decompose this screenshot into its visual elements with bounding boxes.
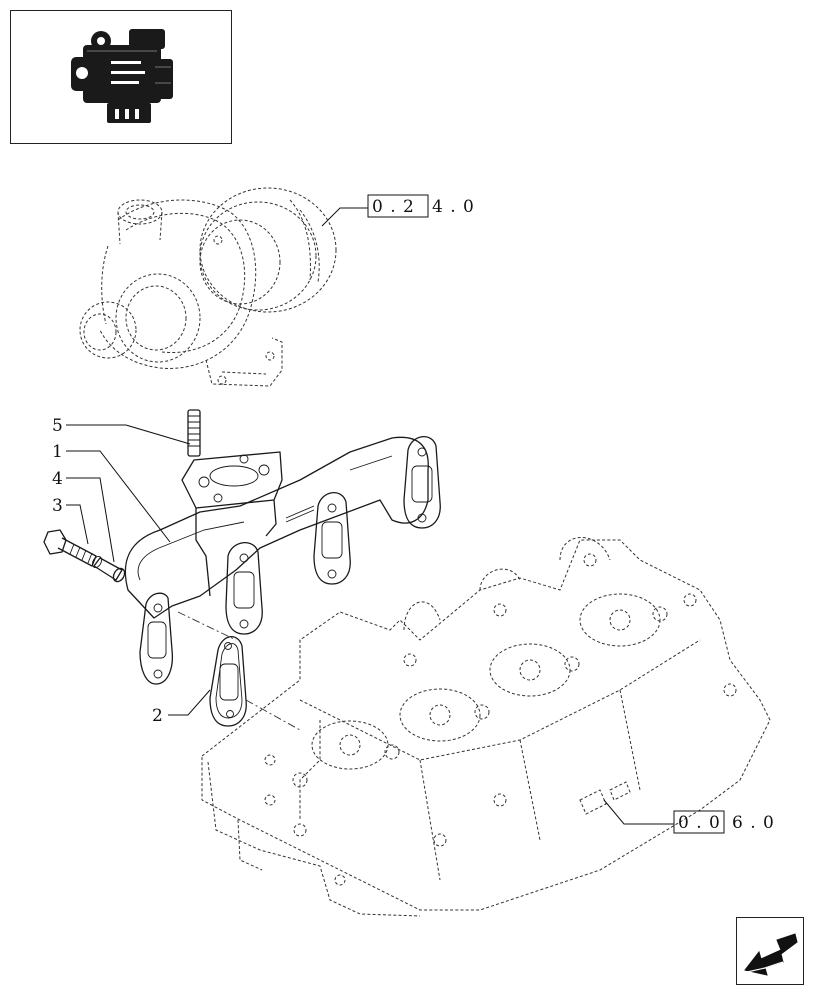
bolt: [43, 529, 97, 567]
exhaust-manifold: [124, 436, 441, 685]
callout-2: 2: [152, 706, 163, 726]
reference-turbo-boxed: 0 . 2: [372, 197, 415, 217]
reference-box-head: [673, 810, 725, 834]
gasket: [209, 636, 247, 727]
reference-head-boxed: 0 . 0: [678, 813, 721, 833]
callout-5: 5: [52, 416, 63, 436]
stud: [187, 409, 201, 457]
spacer-sleeve: [91, 555, 126, 583]
reference-box-turbo: [367, 194, 429, 218]
turbocharger-drawing: [79, 187, 337, 387]
reference-turbo-rest: 4 . 0: [432, 197, 475, 217]
cylinder-head-drawing: [201, 537, 771, 917]
engine-thumbnail: [10, 10, 232, 144]
callout-4: 4: [52, 469, 63, 489]
engine-thumbnail-icon: [71, 29, 173, 123]
callout-1: 1: [52, 442, 63, 462]
back-navigation-button[interactable]: [736, 917, 804, 985]
callout-3: 3: [52, 496, 63, 516]
reference-head-rest: 6 . 0: [732, 813, 775, 833]
back-arrow-icon: [744, 933, 798, 976]
